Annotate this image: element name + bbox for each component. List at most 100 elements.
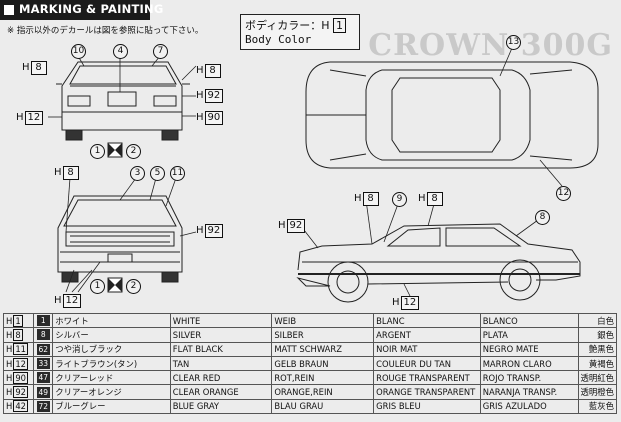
paint-code: 90	[13, 371, 28, 384]
section-header: MARKING & PAINTING	[0, 0, 163, 20]
paint-name-en: TAN	[169, 355, 273, 372]
paint-name-de: MATT SCHWARZ	[271, 341, 375, 357]
paint-code: 12	[13, 357, 28, 370]
paint-swatch-cell: 33	[33, 355, 54, 372]
callout-7: 7	[153, 44, 168, 59]
paint-name-jp: クリアーオレンジ	[52, 384, 171, 400]
paint-code: 11	[13, 343, 28, 356]
paint-name-en: BLUE GRAY	[169, 398, 273, 415]
paint-swatch-number: 1	[36, 315, 50, 327]
paint-code: 8	[13, 328, 23, 341]
paint-name-es: GRIS AZULADO	[479, 398, 579, 415]
paint-name-fr: ORANGE TRANSPARENT	[373, 384, 481, 400]
paint-name-en: SILVER	[169, 327, 273, 343]
callout-10: 10	[71, 44, 86, 59]
paint-name-es: NEGRO MATE	[479, 341, 579, 357]
callout-4: 4	[113, 44, 128, 59]
callout-11: 11	[170, 166, 185, 181]
section-title: MARKING & PAINTING	[19, 2, 164, 16]
paint-name-es: MARRON CLARO	[479, 355, 579, 372]
paint-swatch-cell: 8	[33, 327, 54, 343]
callout-1-front: 1	[90, 279, 105, 294]
decal-note: ※ 指示以外のデカールは図を参照に貼って下さい。	[7, 26, 204, 36]
callout-9: 9	[392, 192, 407, 207]
paint-name-de: GELB BRAUN	[271, 355, 375, 372]
paint-name-cn: 透明橙色	[577, 384, 617, 400]
paint-name-cn: 白色	[577, 312, 617, 329]
paint-name-de: ROT,REIN	[271, 370, 375, 386]
paint-swatch-cell: 47	[33, 370, 54, 386]
paint-name-en: FLAT BLACK	[169, 341, 273, 357]
paint-name-fr: NOIR MAT	[373, 341, 481, 357]
callout-13: 13	[506, 35, 521, 50]
paint-swatch-cell: 1	[33, 312, 54, 329]
paint-name-fr: ROUGE TRANSPARENT	[373, 370, 481, 386]
paint-name-es: NARANJA TRANSP.	[479, 384, 579, 400]
paint-name-de: BLAU GRAU	[271, 398, 375, 415]
callout-1-rear: 1	[90, 144, 105, 159]
paint-name-jp: シルバー	[52, 327, 171, 343]
paint-name-jp: ライトブラウン(タン)	[52, 355, 171, 372]
h-prefix: H	[6, 401, 13, 412]
callout-3: 3	[130, 166, 145, 181]
body-color-label-en: Body Color	[245, 33, 312, 46]
h-prefix: H	[6, 387, 13, 398]
paint-name-fr: BLANC	[373, 312, 481, 329]
top-view-drawing	[305, 61, 599, 169]
rear-view-drawing	[56, 61, 190, 141]
paint-name-es: ROJO TRANSP.	[479, 370, 579, 386]
paint-name-en: CLEAR ORANGE	[169, 384, 273, 400]
callout-12: 12	[556, 186, 571, 201]
callout-2-front: 2	[126, 279, 141, 294]
background-model-name: CROWN 300G	[368, 28, 613, 63]
paint-name-de: SILBER	[271, 327, 375, 343]
paint-name-fr: COULEUR DU TAN	[373, 355, 481, 372]
paint-name-fr: GRIS BLEU	[373, 398, 481, 415]
h-prefix: H	[6, 329, 13, 340]
paint-name-en: WHITE	[169, 312, 273, 329]
paint-name-cn: 黄褐色	[577, 355, 617, 372]
callout-2-rear: 2	[126, 144, 141, 159]
paint-swatch-number: 72	[36, 400, 50, 412]
h-prefix: H	[6, 372, 13, 383]
paint-swatch-number: 49	[36, 386, 50, 398]
paint-name-jp: クリアーレッド	[52, 370, 171, 386]
paint-code: 92	[13, 386, 28, 399]
paint-swatch-number: 47	[36, 372, 50, 384]
paint-code: 1	[13, 314, 23, 327]
paint-name-jp: つや消しブラック	[52, 341, 171, 357]
paint-name-cn: 艶黒色	[577, 341, 617, 357]
paint-name-es: BLANCO	[479, 312, 579, 329]
paint-name-jp: ブルーグレー	[52, 398, 171, 415]
h-prefix: H	[6, 315, 13, 326]
paint-swatch-number: 33	[36, 358, 50, 370]
paint-swatch-cell: 62	[33, 341, 54, 357]
leader-lines	[48, 47, 563, 297]
h-prefix: H	[6, 358, 13, 369]
header-square-icon	[4, 5, 14, 15]
paint-name-de: ORANGE,REIN	[271, 384, 375, 400]
callout-8: 8	[535, 210, 550, 225]
